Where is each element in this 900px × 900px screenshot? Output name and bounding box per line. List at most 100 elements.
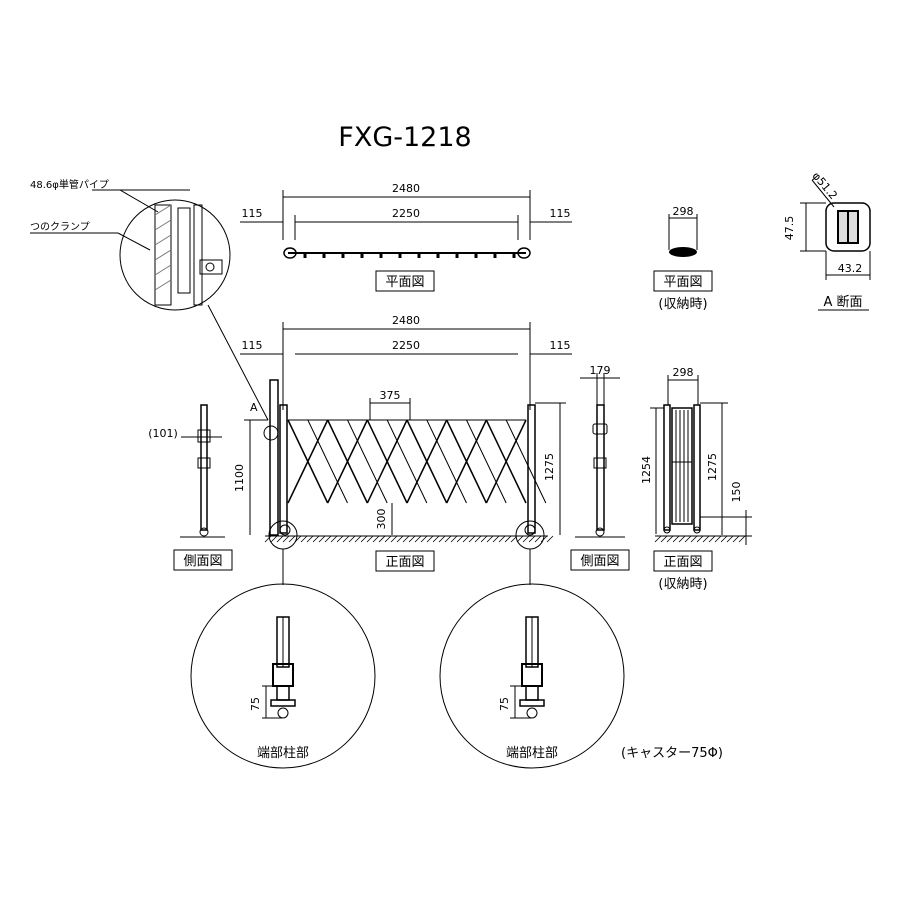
plan-stored-label: 平面図	[663, 275, 702, 290]
hatch-line	[660, 535, 668, 543]
hatch-line	[312, 535, 320, 543]
lattice-bar	[466, 419, 507, 504]
plan-total-dim: 2480	[392, 182, 420, 195]
hatch-line	[438, 535, 446, 543]
hatch-line	[270, 535, 278, 543]
end-post-detail-left: 75 端部柱部	[190, 583, 376, 769]
end-post-circle-right	[439, 583, 625, 769]
front-stored-label: 正面図	[663, 555, 702, 570]
hatch-line	[372, 535, 380, 543]
plan-hinge-dot	[436, 252, 440, 258]
front-mid-dim: 2250	[392, 339, 420, 352]
front-right-post	[527, 404, 536, 534]
section-dia-dim: φ51.2	[809, 169, 839, 202]
detail-hatched-post	[154, 204, 172, 306]
hatch-line	[516, 535, 524, 543]
side-left-label: 側面図	[183, 554, 222, 569]
section-label: A 断面	[823, 295, 862, 310]
hatch-line	[378, 535, 386, 543]
detail-clamp	[199, 259, 223, 275]
hatch-line	[426, 535, 434, 543]
lattice-bar	[406, 419, 448, 504]
hatch-line	[342, 535, 350, 543]
front-label: 正面図	[385, 555, 424, 570]
hatch-line	[456, 535, 464, 543]
hatch-line	[672, 535, 680, 543]
hatch-line	[540, 535, 548, 543]
hatch-line	[318, 535, 326, 543]
end-post-right-label: 端部柱部	[506, 746, 558, 761]
hatch-line	[528, 535, 536, 543]
front-left-dim: 115	[242, 339, 263, 352]
stored-base-dim: 150	[730, 482, 743, 503]
plan-hinge-dot	[417, 252, 421, 258]
clamp-detail: 48.6φ単管パイプ つのクランプ	[30, 178, 269, 421]
side-right-dim: 179	[590, 364, 611, 377]
plan-hinge-dot	[322, 252, 326, 258]
detail-leader	[207, 304, 269, 421]
hatch-line	[720, 535, 728, 543]
hatch-line	[390, 535, 398, 543]
hatch-line	[444, 535, 452, 543]
end-post-detail-right: 75 端部柱部 (キャスター75Φ)	[439, 583, 723, 769]
plan-stored-view: 298 平面図 (収納時)	[653, 205, 713, 312]
hatch-line	[414, 535, 422, 543]
hatch-line	[360, 535, 368, 543]
hatch-line	[498, 535, 506, 543]
hatch-line	[732, 535, 740, 543]
hatch-line	[666, 535, 674, 543]
hatch-line	[336, 535, 344, 543]
plan-hinge-dot	[360, 252, 364, 258]
side-view-right: 179 側面図	[570, 364, 630, 571]
drawing-title: FXG-1218	[338, 122, 471, 153]
lattice-bar	[307, 419, 348, 504]
front-lattice	[287, 419, 547, 504]
hatch-line	[534, 535, 542, 543]
section-view: 47.5 φ51.2 43.2 A 断面	[783, 169, 871, 311]
hatch-line	[384, 535, 392, 543]
hatch-line	[420, 535, 428, 543]
pipe-callout: 48.6φ単管パイプ	[30, 178, 109, 191]
lattice-bar	[347, 419, 388, 504]
hatch-line	[276, 535, 284, 543]
stored-h2-dim: 1275	[706, 453, 719, 481]
stored-h1-dim: 1254	[640, 456, 653, 484]
section-w-dim: 43.2	[838, 262, 863, 275]
hatch-line	[474, 535, 482, 543]
lattice-bar	[386, 419, 428, 504]
plan-mid-dim: 2250	[392, 207, 420, 220]
hatch-line	[738, 535, 746, 543]
lattice-bar	[326, 419, 369, 504]
plan-hinge-dot	[474, 252, 478, 258]
plan-hinge-dot	[379, 252, 383, 258]
plan-stored-dim: 298	[673, 205, 694, 218]
hatch-line	[486, 535, 494, 543]
plan-view: 2480 2250 115 115 平面図	[240, 182, 572, 292]
front-clearance-dim: 300	[375, 509, 388, 530]
hatch-line	[480, 535, 488, 543]
front-stored-note: (収納時)	[658, 577, 707, 592]
hatch-line	[450, 535, 458, 543]
plan-left-dim: 115	[242, 207, 263, 220]
hatch-line	[264, 535, 272, 543]
front-height-right-dim: 1275	[543, 453, 556, 481]
plan-stored-note: (収納時)	[658, 297, 707, 312]
hatch-line	[492, 535, 500, 543]
lattice-bar	[426, 419, 467, 504]
plan-hinge-dot	[398, 252, 402, 258]
detail-circle	[119, 199, 231, 311]
stored-width-dim: 298	[673, 366, 694, 379]
hatch-line	[696, 535, 704, 543]
hatch-line	[708, 535, 716, 543]
hatch-line	[468, 535, 476, 543]
hatch-line	[726, 535, 734, 543]
hatch-line	[396, 535, 404, 543]
front-ground-hatch	[264, 535, 554, 543]
hatch-line	[324, 535, 332, 543]
plan-hinge-dot	[303, 252, 307, 258]
lattice-bar	[366, 419, 408, 504]
hatch-line	[288, 535, 296, 543]
side-view-left: (101) 側面図	[148, 404, 233, 571]
stored-ground-hatch	[654, 535, 746, 543]
